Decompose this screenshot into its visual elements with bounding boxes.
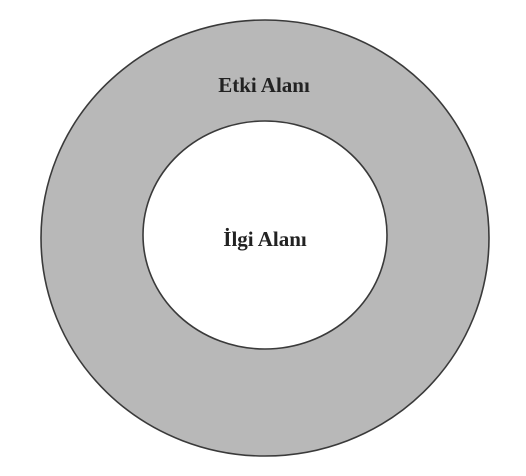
- ilgi-alani-label: İlgi Alanı: [223, 227, 307, 251]
- ilgi-alani-inner-circle: [142, 120, 388, 350]
- etki-alani-label: Etki Alanı: [218, 73, 310, 97]
